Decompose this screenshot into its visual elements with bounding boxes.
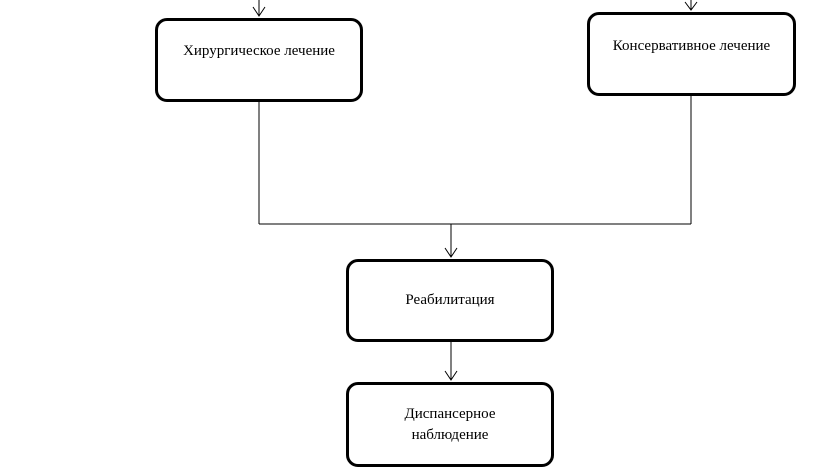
rehabilitation-label: Реабилитация <box>405 292 495 308</box>
surgical-treatment-label: Хирургическое лечение <box>183 43 335 59</box>
follow-up-label-line1: Диспансерное <box>404 405 496 422</box>
follow-up-label-line2: наблюдение <box>411 426 489 443</box>
conservative-treatment-label: Консервативное лечение <box>612 38 771 54</box>
conservative-treatment-node: Консервативное лечение <box>587 12 796 96</box>
rehabilitation-node: Реабилитация <box>346 259 554 342</box>
surgical-treatment-node: Хирургическое лечение <box>155 18 363 102</box>
arrowhead-rehab <box>444 247 458 258</box>
arrowhead-conservative <box>684 1 698 11</box>
arrowhead-surgical <box>252 6 266 17</box>
arrowhead-followup <box>444 370 458 381</box>
follow-up-observation-node: Диспансерное наблюдение <box>346 382 554 467</box>
